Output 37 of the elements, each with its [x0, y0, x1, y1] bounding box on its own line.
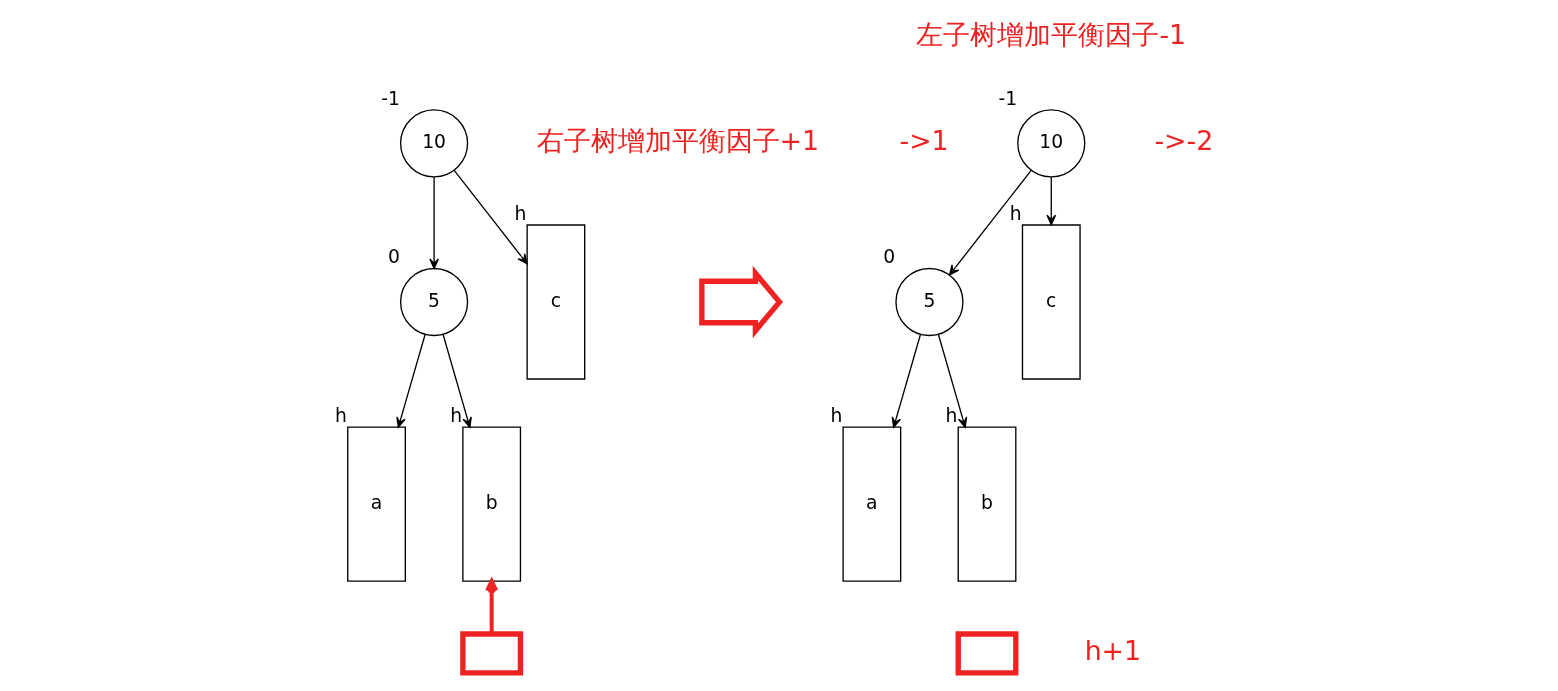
node-box: a	[346, 426, 406, 582]
node-circle: 10	[1016, 109, 1085, 178]
node-label: -1	[380, 87, 400, 109]
node-label: -1	[997, 87, 1017, 109]
arrow	[891, 333, 921, 428]
arrow	[395, 333, 426, 428]
arrow	[441, 333, 472, 428]
node-label: 0	[882, 246, 895, 268]
arrow	[948, 169, 1032, 276]
node-label: h	[945, 405, 957, 427]
node-box	[955, 631, 1018, 676]
node-box: c	[1021, 224, 1081, 380]
node-circle: 5	[399, 267, 468, 337]
arrow	[1045, 176, 1056, 226]
node-label: h	[1009, 202, 1022, 224]
node-label: 0	[387, 246, 400, 268]
arrow	[937, 333, 967, 428]
node-circle: 5	[894, 267, 964, 337]
node-box	[459, 631, 523, 676]
node-label: h	[449, 405, 462, 427]
node-label: h	[514, 202, 526, 224]
node-label: h	[334, 405, 347, 427]
label: h+1	[1084, 635, 1141, 667]
label: ->-2	[1153, 125, 1213, 157]
node-arrow	[698, 265, 783, 339]
node-box: b	[461, 426, 521, 582]
node-box: b	[957, 426, 1016, 582]
label: ->1	[899, 125, 949, 157]
node-box: a	[841, 426, 901, 582]
label: 右子树增加平衡因子+1	[536, 125, 819, 157]
node-label: h	[829, 405, 842, 427]
node-circle: 10	[399, 109, 468, 178]
arrow	[428, 176, 439, 270]
arrow	[453, 169, 528, 265]
node-box: c	[525, 224, 585, 380]
label: 左子树增加平衡因子-1	[915, 19, 1186, 51]
arrow	[484, 579, 498, 634]
